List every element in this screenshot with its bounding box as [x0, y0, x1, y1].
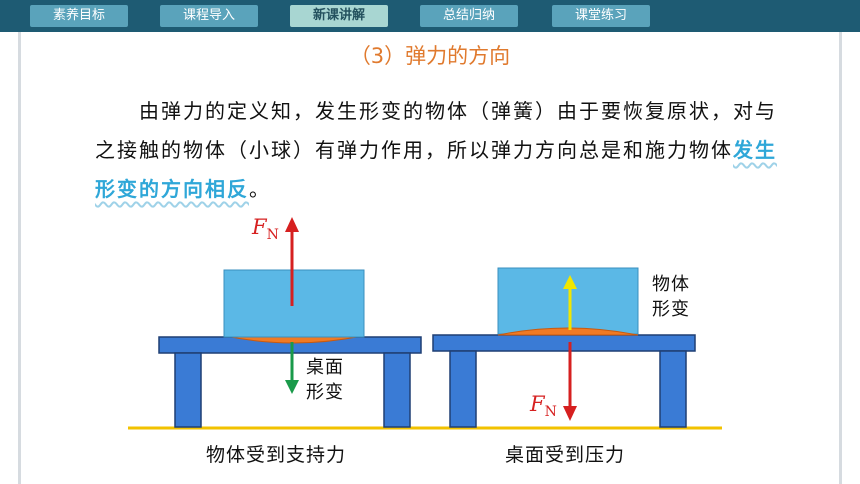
- right-deform-arrowhead: [563, 275, 577, 289]
- tab-literacy-goals[interactable]: 素养目标: [30, 5, 128, 27]
- left-table-leg-1: [174, 352, 202, 428]
- right-deform-note: 物体 形变: [652, 274, 690, 320]
- left-caption: 物体受到支持力: [206, 444, 347, 466]
- left-deform-arrowhead: [285, 380, 299, 394]
- left-deform-note: 桌面 形变: [306, 357, 344, 403]
- paragraph-text: 由弹力的定义知，发生形变的物体（弹簧）由于要恢复原状，对与之接触的物体（小球）有…: [95, 99, 777, 162]
- tab-practice[interactable]: 课堂练习: [552, 5, 650, 27]
- right-pressure-arrowhead: [563, 406, 577, 421]
- tab-course-intro[interactable]: 课程导入: [160, 5, 258, 27]
- left-table-leg-2: [383, 352, 411, 428]
- left-table: [158, 269, 422, 428]
- slide-frame: [18, 32, 842, 484]
- highlight-text: 发生形变的方向相反: [95, 138, 777, 201]
- nav-bar: 素养目标 课程导入 新课讲解 总结归纳 课堂练习: [0, 0, 860, 32]
- right-caption: 桌面受到压力: [505, 444, 626, 466]
- left-support-arrowhead: [285, 217, 299, 232]
- right-block: [497, 267, 639, 335]
- tab-summary[interactable]: 总结归纳: [420, 5, 518, 27]
- explanation-paragraph: 由弹力的定义知，发生形变的物体（弹簧）由于要恢复原状，对与之接触的物体（小球）有…: [95, 92, 785, 209]
- paragraph-end: 。: [249, 177, 271, 201]
- left-force-label: FN: [252, 215, 279, 244]
- right-table-leg-2: [659, 350, 687, 428]
- left-block: [223, 269, 365, 338]
- right-table-leg-1: [449, 350, 477, 428]
- right-tabletop: [432, 334, 696, 352]
- right-force-label: FN: [530, 392, 557, 421]
- tab-new-lesson[interactable]: 新课讲解: [290, 5, 388, 27]
- right-block-deform: [497, 327, 639, 336]
- slide-title: （3）弹力的方向: [349, 44, 511, 68]
